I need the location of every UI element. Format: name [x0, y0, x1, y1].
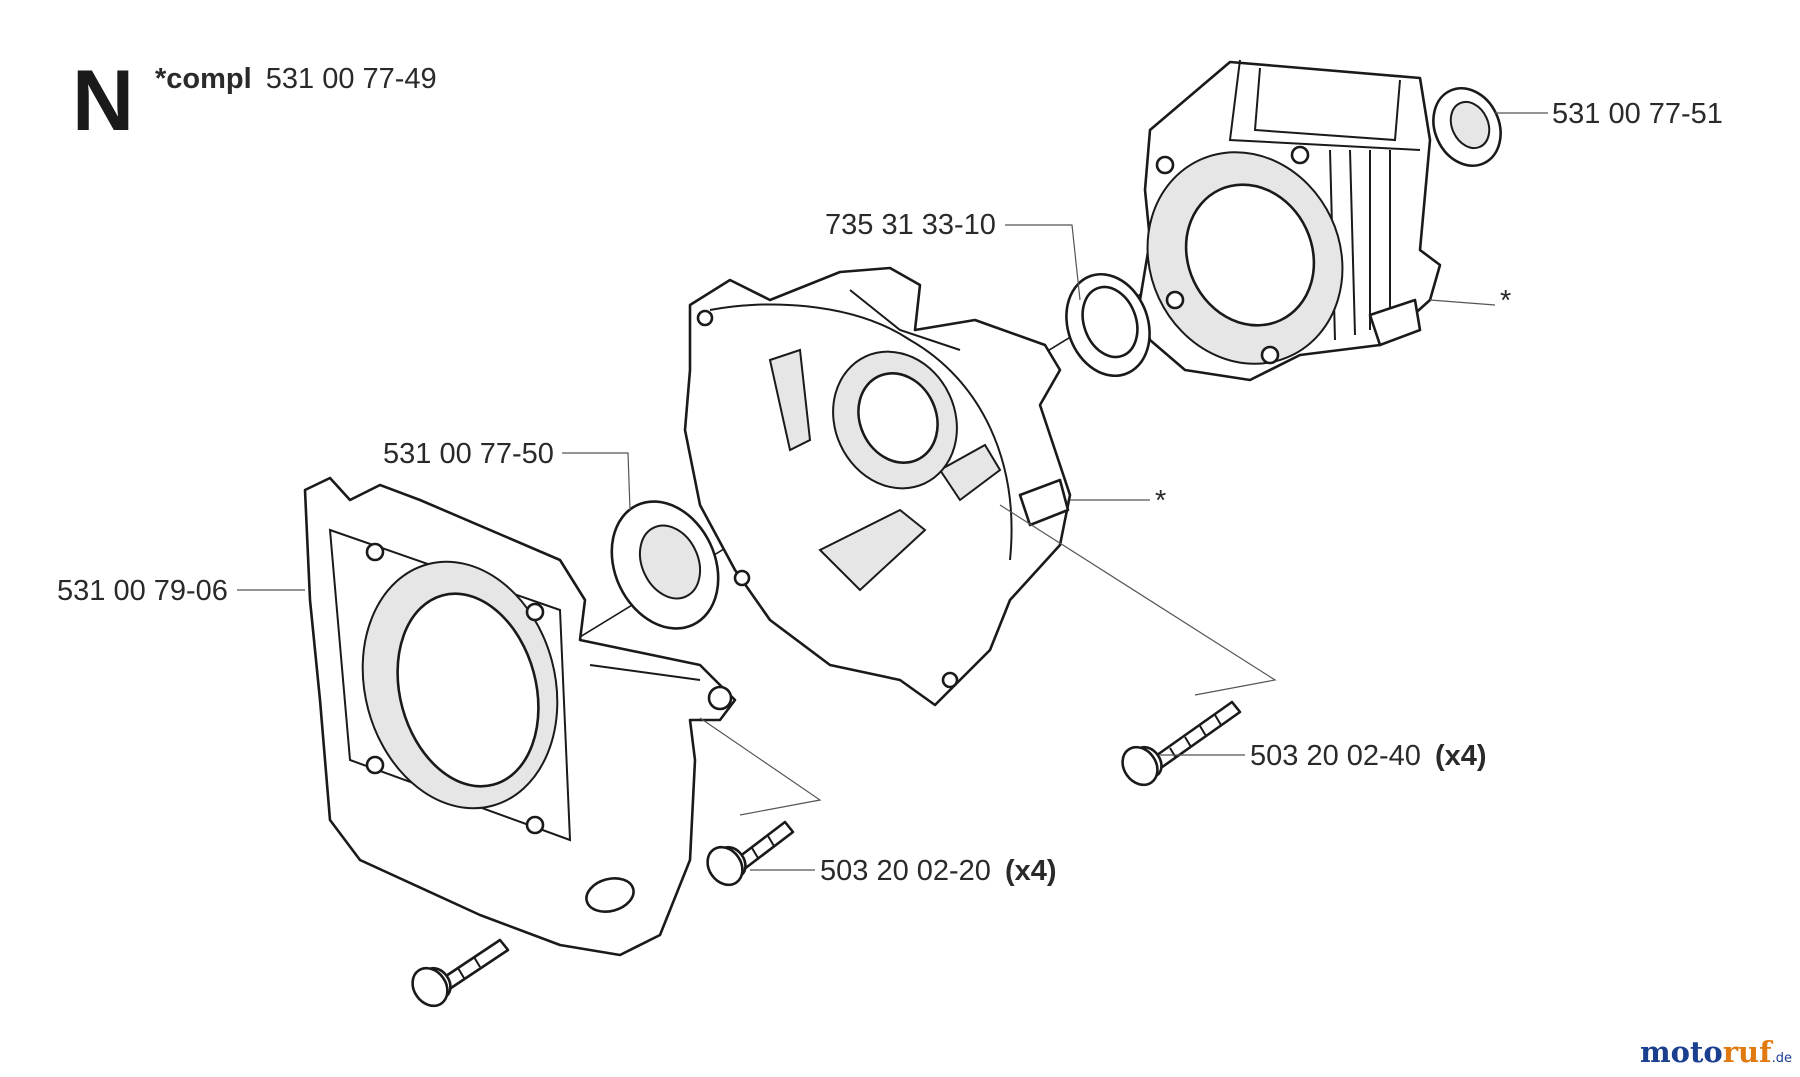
cylinder-leader: [1429, 299, 1496, 306]
part-label-screw-long: 503 20 02-40 (x4): [1250, 740, 1487, 772]
part-label-washer: 735 31 33-10: [825, 209, 996, 241]
compl-prefix: *compl: [155, 63, 252, 95]
screw-lower-left: [411, 938, 510, 1008]
cylinder-housing: [1138, 59, 1442, 382]
seal-left: [610, 500, 720, 630]
part-label-seal-right: 531 00 77-51: [1552, 98, 1723, 130]
compl-label: *compl 531 00 77-49: [155, 63, 437, 95]
cylinder-compl-marker: *: [1500, 285, 1511, 317]
screw-short-leader-guide: [699, 717, 822, 816]
cover-left: [303, 476, 737, 957]
part-label-seal-left: 531 00 77-50: [383, 438, 554, 470]
screw-long: [1121, 700, 1242, 787]
seal-right: [1432, 87, 1502, 167]
part-label-cover-left: 531 00 79-06: [57, 575, 228, 607]
crankcase: [683, 266, 1072, 707]
part-label-screw-short: 503 20 02-20 (x4): [820, 855, 1057, 887]
screw-long-leader-guide: [999, 504, 1277, 696]
compl-number: 531 00 77-49: [266, 63, 437, 95]
section-letter: N: [72, 53, 134, 149]
crankcase-compl-marker: *: [1155, 485, 1166, 517]
watermark-logo: motoruf.de: [1640, 1035, 1792, 1069]
washer: [1065, 272, 1151, 378]
washer-leader: [1005, 224, 1081, 301]
seal-left-leader: [562, 452, 631, 511]
screw-short: [706, 820, 795, 887]
